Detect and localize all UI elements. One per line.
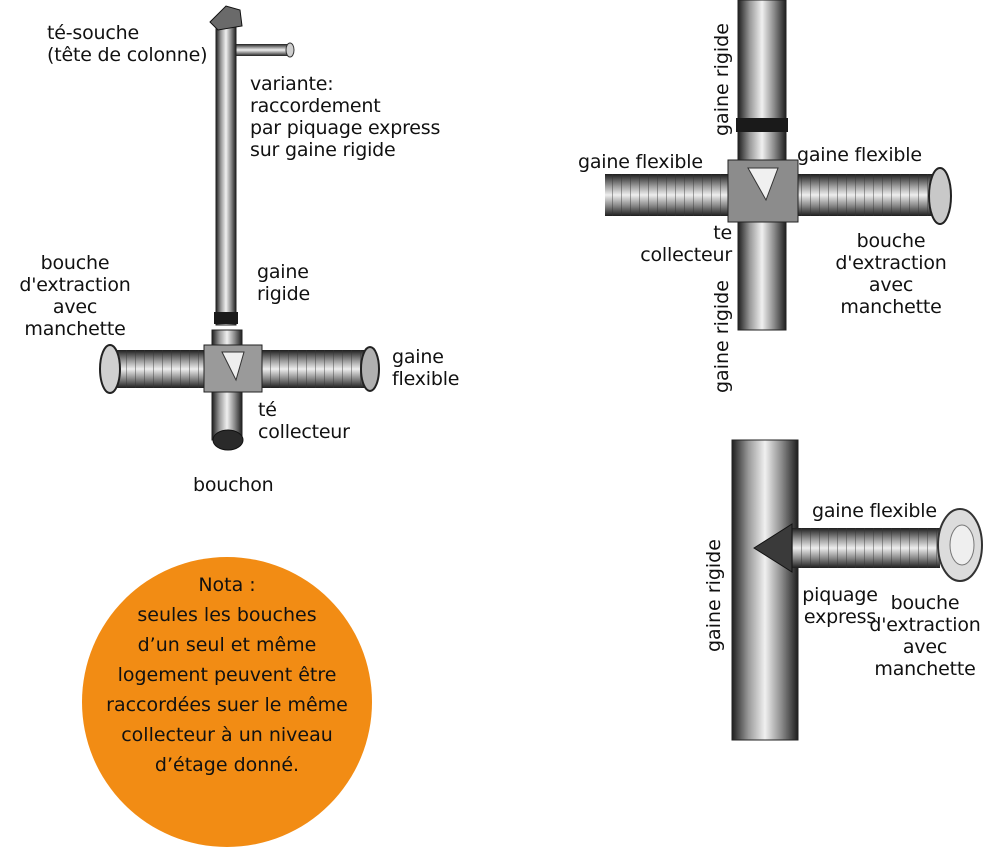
nota-text: Nota : seules les bouches d’un seul et m…	[106, 574, 348, 776]
left-collar	[214, 312, 238, 324]
left-te-souche	[209, 5, 243, 31]
label-gaine-rigide-left: gaine rigide	[257, 261, 310, 305]
label-br-gaine-flexible: gaine flexible	[812, 500, 937, 522]
label-te-collecteur-left: té collecteur	[258, 399, 350, 443]
label-bouchon: bouchon	[193, 474, 274, 496]
label-tr-gaine-rigide-top: gaine rigide	[711, 23, 733, 136]
tr-collar	[736, 118, 788, 132]
label-bouche-left: bouche d'extraction avec manchette	[19, 252, 131, 340]
label-br-gaine-rigide: gaine rigide	[703, 539, 725, 652]
label-variante: variante: raccordement par piquage expre…	[250, 73, 441, 161]
label-te-souche: té-souche (tête de colonne)	[47, 22, 208, 66]
label-tr-gaine-rigide-bottom: gaine rigide	[711, 280, 733, 393]
left-mouth-left	[99, 344, 121, 394]
left-rigid-column	[215, 19, 237, 326]
nota-circle	[82, 557, 372, 847]
top-right-duct-assembly	[605, 0, 952, 331]
left-mouth-right	[360, 346, 380, 392]
left-top-branch	[232, 44, 290, 56]
label-gaine-flexible-left: gaine flexible	[392, 346, 460, 390]
bottom-right-duct-assembly	[731, 439, 983, 741]
label-br-piquage: piquage express	[802, 584, 878, 628]
label-tr-gaine-flexible-left: gaine flexible	[578, 151, 703, 173]
br-piquage	[753, 523, 793, 573]
label-tr-te-collecteur: te collecteur	[640, 222, 732, 266]
label-br-bouche: bouche d'extraction avec manchette	[869, 592, 981, 680]
left-duct-assembly	[99, 5, 380, 451]
label-tr-bouche: bouche d'extraction avec manchette	[835, 230, 947, 318]
label-tr-gaine-flexible-right: gaine flexible	[797, 144, 922, 166]
left-bouchon	[212, 429, 244, 451]
br-rigid-column	[731, 439, 799, 741]
tr-mouth-right	[928, 167, 952, 225]
